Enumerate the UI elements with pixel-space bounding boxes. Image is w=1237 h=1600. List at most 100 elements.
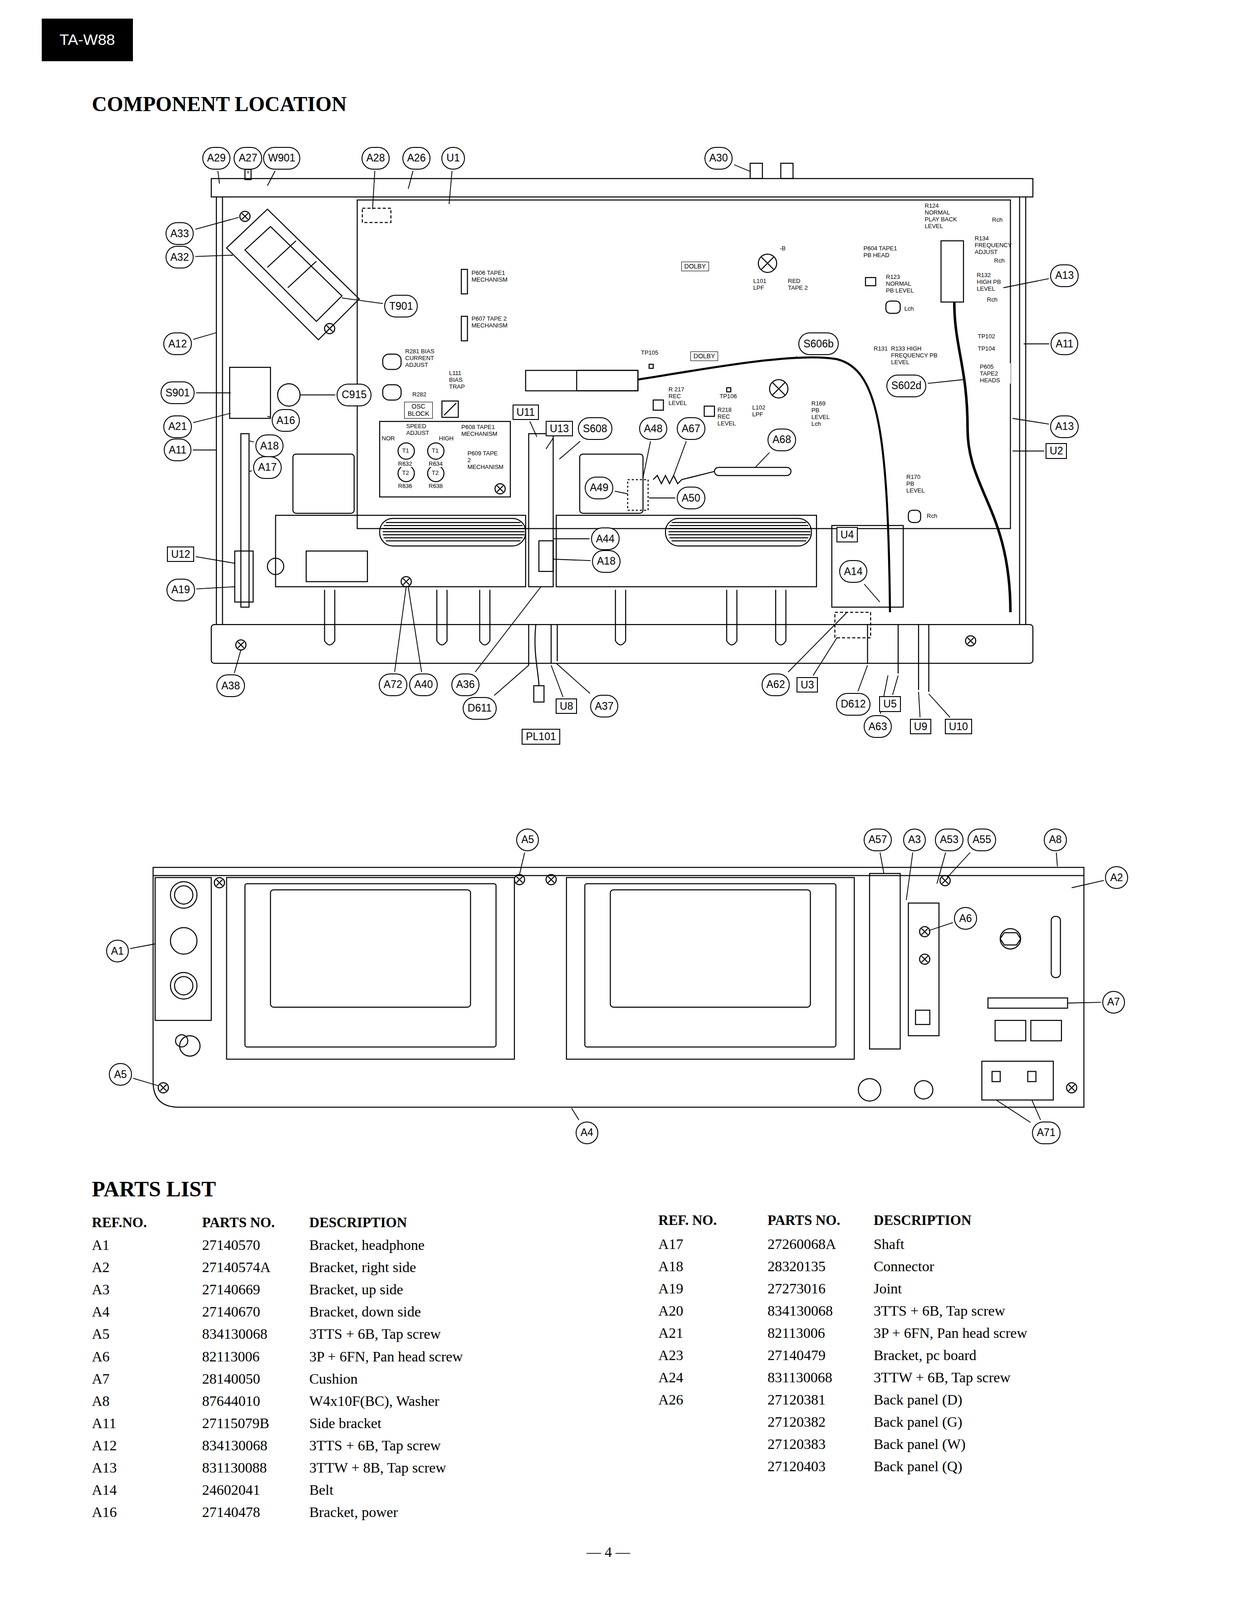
- board-marking-box: OSC BLOCK: [404, 401, 433, 419]
- table-cell: 27120381: [767, 1391, 826, 1409]
- callout-circle: A1: [106, 939, 129, 963]
- callout-circle: A11: [1050, 332, 1079, 356]
- rect-shape: [379, 518, 526, 547]
- circle-shape: [170, 972, 198, 1000]
- component-label: R634: [428, 460, 443, 468]
- path-shape: [436, 590, 448, 646]
- leader-line: [494, 665, 529, 696]
- callout-circle: A71: [1031, 1121, 1061, 1145]
- callout-circle: A6: [953, 907, 977, 930]
- chassis-drawing: [153, 163, 1085, 1108]
- callout-text: S602d: [891, 379, 922, 392]
- leader-line: [649, 497, 676, 499]
- polygon-shape: [226, 209, 360, 340]
- callout-text: U12: [171, 548, 191, 561]
- component-label: TP102: [977, 332, 996, 340]
- path-shape: [324, 590, 336, 646]
- rect-shape: [226, 877, 515, 1060]
- table-header: PARTS NO.: [202, 1214, 275, 1232]
- callout-box: U10: [944, 718, 973, 735]
- table-cell: 27140478: [202, 1504, 261, 1521]
- callout-text: U9: [914, 720, 928, 733]
- page-number: — 4 —: [586, 1544, 631, 1561]
- rect-shape: [1031, 1020, 1062, 1042]
- table-cell: Joint: [873, 1280, 902, 1298]
- rect-shape: [533, 685, 545, 703]
- component-label: TP104: [977, 345, 996, 353]
- callout-text: A4: [580, 1126, 594, 1140]
- callout-text: A6: [958, 912, 972, 925]
- leader-line: [249, 440, 255, 443]
- callout-text: TA-W88: [59, 30, 115, 49]
- path-shape: [153, 867, 1085, 1108]
- leader-line: [796, 356, 797, 357]
- callout-circle: A7: [1102, 991, 1125, 1014]
- table-cell: W4x10F(BC), Washer: [309, 1393, 440, 1410]
- component-label: T1: [402, 447, 410, 455]
- rect-shape: [270, 889, 471, 1008]
- table-header: PARTS NO.: [767, 1212, 841, 1229]
- component-label: R 217 REC LEVEL: [668, 386, 694, 407]
- callout-circle: A63: [863, 715, 893, 739]
- callout-circle: A16: [271, 409, 301, 432]
- callout-circle: T901: [384, 294, 418, 318]
- use-shape: [546, 874, 557, 885]
- callout-text: A67: [681, 422, 701, 436]
- callout-circle: A55: [967, 828, 997, 852]
- leader-line: [996, 1100, 1031, 1123]
- circle-shape: [170, 881, 198, 909]
- callout-circle: S608: [577, 417, 613, 441]
- rect-shape: [649, 364, 654, 369]
- component-label: P606 TAPE1 MECHANISM: [471, 269, 509, 284]
- use-shape: [239, 211, 251, 222]
- callout-text: OSC BLOCK: [407, 403, 430, 418]
- callout-text: A21: [168, 420, 187, 433]
- table-header: REF.NO.: [92, 1214, 147, 1232]
- callout-text: A48: [644, 422, 663, 436]
- path-shape: [534, 624, 539, 686]
- leader-line: [247, 171, 249, 174]
- callout-text: A2: [1109, 871, 1123, 885]
- table-header: DESCRIPTION: [873, 1212, 972, 1229]
- path-shape: [775, 590, 787, 646]
- component-label: L111 BIAS TRAP: [449, 369, 475, 391]
- rect-shape: [461, 316, 468, 342]
- table-cell: A17: [658, 1236, 684, 1253]
- callout-circle: A53: [934, 828, 964, 852]
- rect-shape: [726, 387, 731, 392]
- leader-line: [892, 675, 899, 696]
- leader-line: [519, 852, 525, 876]
- callout-text: S901: [165, 386, 191, 400]
- callout-circle: A21: [163, 415, 192, 439]
- leader-line: [408, 171, 414, 190]
- table-cell: 27140479: [767, 1347, 826, 1365]
- component-label: R281 BIAS CURRENT ADJUST: [405, 347, 441, 369]
- leader-line: [553, 559, 592, 561]
- use-shape: [919, 954, 930, 965]
- callout-text: A18: [260, 440, 279, 453]
- section-heading: PARTS LIST: [92, 1176, 217, 1202]
- component-label: P604 TAPE1 PB HEAD: [863, 244, 901, 259]
- circle-shape: [174, 976, 194, 996]
- table-cell: Connector: [873, 1258, 934, 1276]
- table-cell: 3TTS + 6B, Tap screw: [309, 1437, 441, 1455]
- callout-circle: A17: [253, 456, 282, 480]
- rect-shape: [1027, 1071, 1037, 1083]
- callout-text: A63: [868, 720, 888, 734]
- rect-shape: [714, 467, 792, 476]
- use-shape: [965, 635, 977, 647]
- callout-circle: A49: [584, 476, 614, 500]
- table-cell: Bracket, down side: [309, 1303, 421, 1321]
- leader-line: [673, 441, 687, 476]
- callout-box: U11: [512, 404, 540, 421]
- leader-line: [1071, 880, 1105, 888]
- table-cell: 27120383: [767, 1436, 826, 1453]
- component-label: -B: [779, 244, 786, 252]
- table-cell: 831130088: [202, 1459, 268, 1477]
- path-shape: [615, 590, 626, 646]
- table-cell: 831130068: [767, 1369, 833, 1387]
- circle-shape: [858, 1078, 881, 1102]
- rect-shape: [538, 541, 554, 573]
- callout-text: U10: [948, 720, 969, 733]
- rect-shape: [780, 163, 793, 179]
